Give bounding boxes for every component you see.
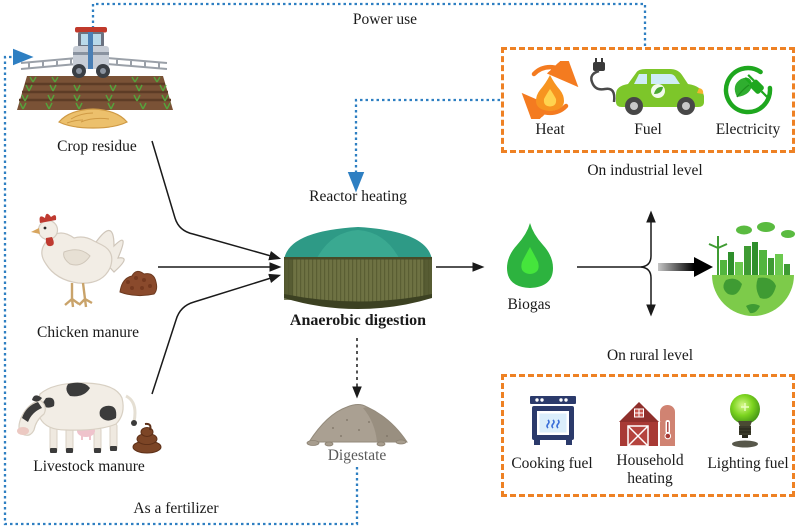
electric-car-icon <box>586 58 704 118</box>
digestate-label: Digestate <box>327 447 387 464</box>
city-skyline <box>720 242 790 275</box>
cooking-fuel-label: Cooking fuel <box>511 455 593 472</box>
digestate-mound-icon <box>303 398 413 448</box>
chicken-manure-label: Chicken manure <box>36 324 140 341</box>
crop-sprayer-field-icon <box>15 18 175 132</box>
light-bulb-icon <box>724 392 766 450</box>
heat-flame-cycle-icon <box>521 61 579 119</box>
wind-turbine <box>708 236 728 275</box>
cow-icon <box>10 374 142 460</box>
heat-label: Heat <box>535 121 565 138</box>
chicken-manure-pile-icon <box>116 266 160 298</box>
power-use-label: Power use <box>352 11 418 28</box>
biogas-flame-icon <box>503 221 557 295</box>
lighting-fuel-label: Lighting fuel <box>707 455 789 472</box>
tractor <box>72 27 110 78</box>
plug-leaf-icon <box>719 61 777 119</box>
cow-manure-pile-icon <box>130 420 164 454</box>
barn-icon <box>616 396 684 452</box>
livestock-manure-label: Livestock manure <box>33 458 145 475</box>
reactor-heating-label: Reactor heating <box>309 188 407 205</box>
anaerobic-digester-icon <box>280 220 436 312</box>
industrial-level-box <box>501 47 795 153</box>
electricity-label: Electricity <box>715 121 781 138</box>
sprayer-boom <box>20 57 168 70</box>
chicken-icon <box>30 206 130 318</box>
fuel-label: Fuel <box>634 121 662 138</box>
anaerobic-digestion-label: Anaerobic digestion <box>289 312 427 329</box>
rural-level-title: On rural level <box>606 347 694 364</box>
clouds <box>736 222 795 238</box>
industrial-level-title: On industrial level <box>587 162 703 179</box>
green-earth-icon <box>706 218 800 320</box>
as-fertilizer-label: As a fertilizer <box>133 500 219 517</box>
biogas-label: Biogas <box>507 296 551 313</box>
stove-icon <box>527 394 579 448</box>
rural-level-box <box>501 374 795 497</box>
household-heating-label: Household heating <box>616 452 684 487</box>
chicken-comb <box>39 213 57 223</box>
crop-residue-label: Crop residue <box>57 138 137 155</box>
hay-pile <box>58 108 128 129</box>
